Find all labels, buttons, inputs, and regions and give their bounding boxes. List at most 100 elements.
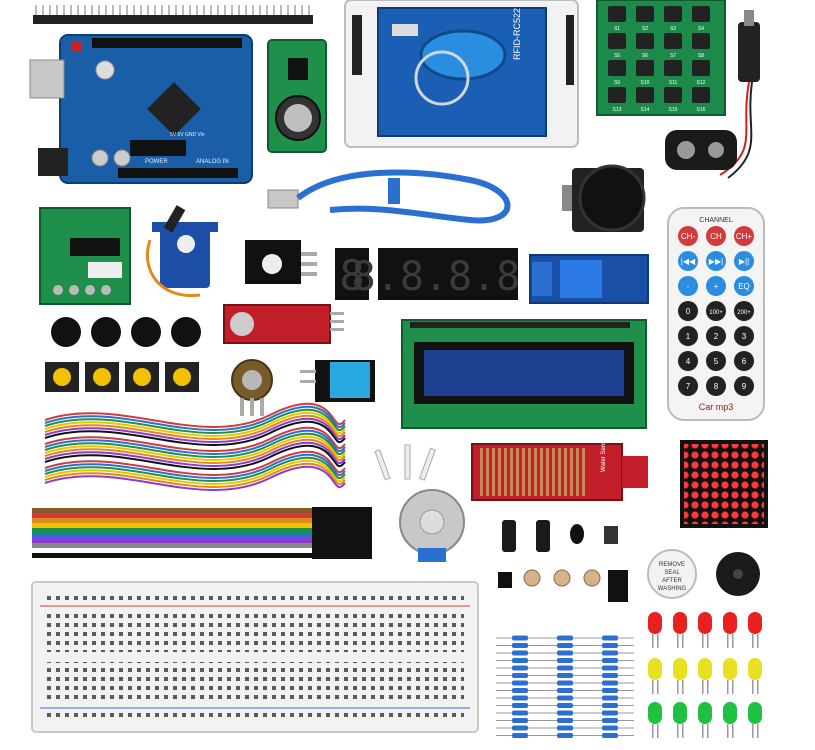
uno-pin-label: 5V 5V GND Vin [170,132,205,138]
keypad-key-label: S14 [641,107,650,113]
tactile-button [171,317,201,347]
resistor-body [512,635,528,641]
usb-cable [267,169,511,224]
rfid-model-label: RFID-RC522 [512,8,522,60]
resistor-body [602,718,618,723]
keypad-key [636,87,654,103]
led-leg [752,680,754,694]
servo-horns [374,444,436,481]
led-leg [732,634,734,648]
resistor-body [602,650,618,656]
resistor-body [557,688,573,693]
rgb-led-module [245,240,317,284]
keypad-key [608,6,626,22]
resistor-body [602,703,618,708]
jumper-wire [44,405,346,432]
seven-segment-single: 8 [335,248,369,300]
tactile-button [131,317,161,347]
keypad-key-label: S9 [614,80,620,86]
keypad-key [664,87,682,103]
led [748,702,762,724]
sound-sensor-module [223,304,344,344]
resistor-body [512,695,528,701]
remote-button-label: 0 [686,307,691,316]
keypad-key-label: S3 [670,26,676,32]
remote-button [678,326,698,346]
led-leg [757,634,759,648]
ribbon-connector [312,527,372,533]
rtc-module [267,39,327,153]
resistor-body [602,710,618,716]
led-leg [707,634,709,648]
jumper-wire [44,456,346,483]
resistor-body [602,635,618,641]
jumper-wire [44,447,346,474]
header-pin-strip [33,5,313,24]
dht-sensor-module [300,360,375,402]
led-leg [702,724,704,738]
keypad-key [664,6,682,22]
resistor-body [512,665,528,671]
resistor-body [512,658,528,663]
remote-button-label: 4 [686,357,691,366]
keypad-key [664,33,682,49]
remote-button [734,301,754,321]
led [648,658,662,680]
jumper-wire [44,423,346,450]
led [698,612,712,634]
resistor-body [602,673,618,678]
remote-button-label: 9 [742,382,747,391]
ribbon-wire [32,548,312,553]
ribbon-wire [32,508,312,513]
jumper-wire [44,420,346,447]
remote-button [706,251,726,271]
resistor-body [557,725,573,731]
water-level-sensor: Water Sensor [471,436,648,501]
square-button-cap [173,368,191,386]
resistor-body [602,658,618,663]
resistor-body [602,680,618,686]
remote-button-label: EQ [738,282,750,291]
led-leg [682,634,684,648]
led [723,658,737,680]
tactile-buttons [51,317,201,347]
jumper-wire [44,429,346,456]
remote-button [734,251,754,271]
led-leg [657,634,659,648]
remote-button [678,351,698,371]
led [673,702,687,724]
resistor-body [602,688,618,693]
keypad-key-label: S13 [613,107,622,113]
ribbon-connector [312,523,372,529]
remote-button [706,276,726,296]
remote-button [706,301,726,321]
tactile-button [91,317,121,347]
keypad-key [608,60,626,76]
led-leg [652,634,654,648]
water-sensor-label: Water Sensor [601,436,607,472]
remote-button [678,301,698,321]
resistor-body [557,658,573,663]
remote-button-label: - [687,282,690,291]
resistor-body [512,725,528,731]
remote-button-label: + [714,282,719,291]
resistor-body [557,643,573,648]
led-leg [682,724,684,738]
remote-button-label: CH+ [736,232,753,241]
keypad-key-label: S7 [670,53,676,59]
jumper-wire [44,450,346,477]
led [723,612,737,634]
remote-button [678,251,698,271]
remote-button-label: CH [710,232,722,241]
remote-button-label: 8 [714,382,719,391]
seven-segment-quad: 8.8.8.8. [352,248,544,300]
ribbon-wire [32,513,312,518]
led-leg [732,724,734,738]
square-button-cap [133,368,151,386]
buzzer-sticker-line-2: SEAL [664,570,680,576]
led-leg [657,724,659,738]
ir-led-and-receiver [570,524,618,544]
keypad-key-label: S15 [669,107,678,113]
resistor-body [512,680,528,686]
